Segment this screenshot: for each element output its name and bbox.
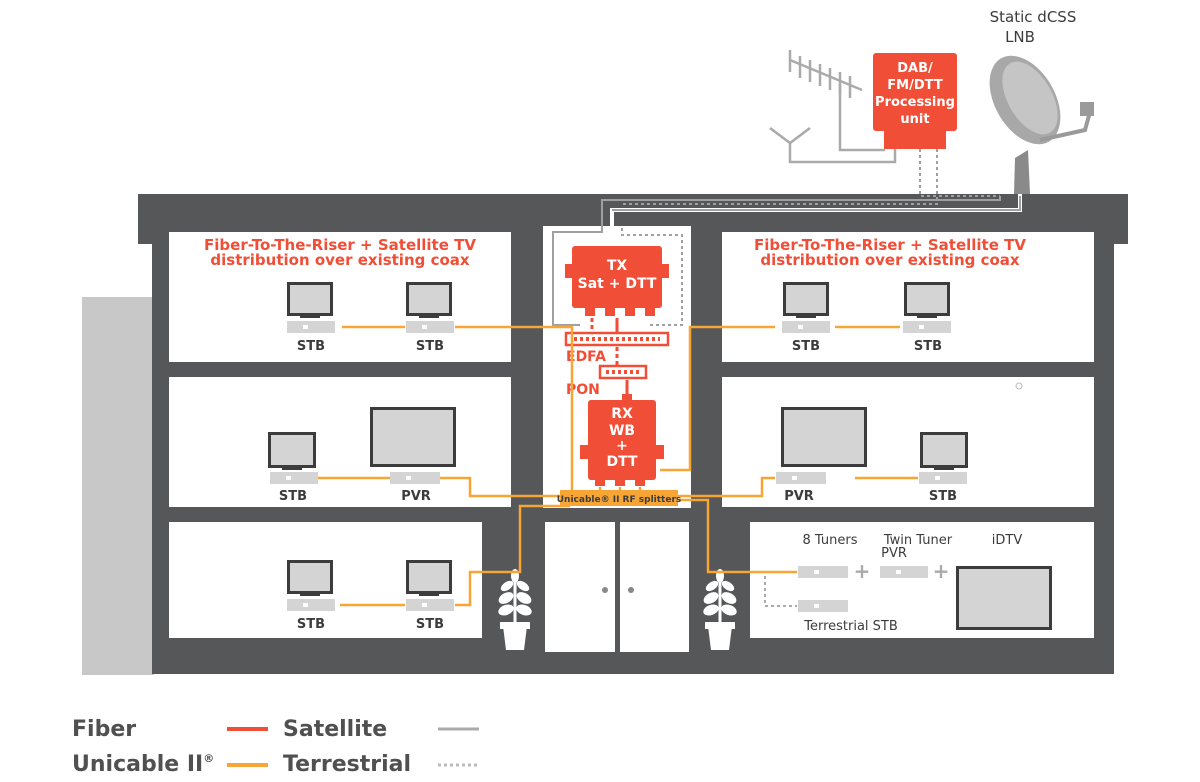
lnb-label-1: Static dCSS (990, 8, 1077, 26)
rx-unit: RX WB + DTT (580, 394, 664, 486)
room-left-top (169, 232, 511, 362)
rx-label-4: DTT (606, 454, 637, 470)
tv-icon (783, 282, 829, 318)
pvr-box[interactable] (776, 472, 826, 484)
status-dot (1015, 382, 1023, 390)
room-right-mid (722, 377, 1094, 507)
tx-label-1: TX (607, 258, 628, 274)
stb-box[interactable] (919, 472, 967, 484)
stb-label: STB (416, 339, 444, 354)
proc-line-2: FM/DTT (887, 78, 943, 93)
tx-unit: TX Sat + DTT (565, 246, 669, 316)
stb-label: STB (792, 339, 820, 354)
stb-box[interactable] (406, 321, 454, 333)
right-title-1: Fiber-To-The-Riser + Satellite TV (754, 236, 1026, 254)
processing-unit: DAB/ FM/DTT Processing unit (873, 53, 957, 149)
tuners-label: 8 Tuners (803, 533, 858, 548)
plus-sign: + (933, 559, 950, 583)
stb-label: STB (914, 339, 942, 354)
plant-icon (498, 569, 532, 650)
stb-label: STB (416, 617, 444, 632)
large-tv-icon (370, 407, 456, 467)
proc-line-1: DAB/ (897, 61, 933, 76)
tv-icon (920, 432, 968, 470)
edfa-label: EDFA (566, 349, 606, 365)
idtv-icon (956, 566, 1052, 630)
legend-unicable-label: Unicable II® (72, 752, 214, 777)
tv-icon (406, 282, 452, 318)
stb-box[interactable] (270, 472, 318, 484)
stb-box[interactable] (903, 321, 951, 333)
edfa-unit (564, 331, 670, 347)
stb-box[interactable] (287, 599, 335, 611)
left-title-2: distribution over existing coax (210, 251, 470, 269)
rx-label-1: RX (611, 406, 633, 422)
legend-satellite-label: Satellite (283, 717, 387, 742)
tx-label-2: Sat + DTT (578, 276, 657, 292)
pon-unit (598, 364, 648, 380)
tv-icon (268, 432, 316, 470)
pon-label: PON (566, 382, 600, 398)
stb-label: STB (279, 489, 307, 504)
pvr-box[interactable] (390, 472, 440, 484)
legend-terrestrial-label: Terrestrial (283, 752, 411, 777)
yagi-antenna-icon (788, 50, 885, 152)
tv-icon (287, 282, 333, 318)
stb-label: STB (297, 339, 325, 354)
stb-box[interactable] (287, 321, 335, 333)
twin-tuner-pvr-box[interactable] (880, 566, 928, 578)
terrestrial-wire (764, 576, 797, 607)
room-left-mid (169, 377, 511, 507)
stb-label: STB (297, 617, 325, 632)
terrestrial-stb-box[interactable] (798, 600, 848, 612)
roof-cables (601, 149, 1022, 228)
satellite-dish-icon (989, 55, 1094, 194)
unicable-wiring (318, 325, 918, 607)
twin-pvr-label: PVR (881, 546, 907, 561)
right-title-2: distribution over existing coax (760, 251, 1020, 269)
side-annex (82, 297, 154, 675)
proc-line-4: unit (900, 112, 929, 127)
proc-line-3: Processing (875, 95, 955, 110)
riser-feed-lines (552, 228, 683, 326)
terrestrial-stb-label: Terrestrial STB (803, 619, 898, 634)
twin-tuner-label: Twin Tuner (883, 533, 953, 548)
lnb-label-2: LNB (1005, 28, 1035, 46)
legend: Fiber Unicable II® Satellite Terrestrial (72, 717, 479, 777)
left-title-1: Fiber-To-The-Riser + Satellite TV (204, 236, 476, 254)
plant-icon (703, 569, 737, 650)
legend-unicable-reg: ® (203, 752, 214, 765)
idtv-label: iDTV (992, 533, 1023, 548)
plus-sign: + (854, 559, 871, 583)
splitters-label: Unicable® II RF splitters (557, 495, 682, 505)
rx-label-3: + (616, 438, 628, 454)
tv-icon (904, 282, 950, 318)
pvr-label: PVR (784, 489, 814, 504)
stb-box[interactable] (782, 321, 830, 333)
large-tv-icon (781, 407, 867, 467)
stb-box[interactable] (406, 599, 454, 611)
legend-fiber-label: Fiber (72, 717, 136, 742)
rf-splitters: Unicable® II RF splitters (557, 490, 682, 506)
tv-icon (287, 560, 333, 596)
entrance-doors (543, 522, 691, 652)
fm-antenna-icon (769, 127, 897, 164)
pvr-label: PVR (401, 489, 431, 504)
rx-label-2: WB (609, 423, 635, 439)
stb-label: STB (929, 489, 957, 504)
tuner-box[interactable] (798, 566, 848, 578)
tv-icon (406, 560, 452, 596)
legend-unicable-text: Unicable II (72, 752, 203, 777)
